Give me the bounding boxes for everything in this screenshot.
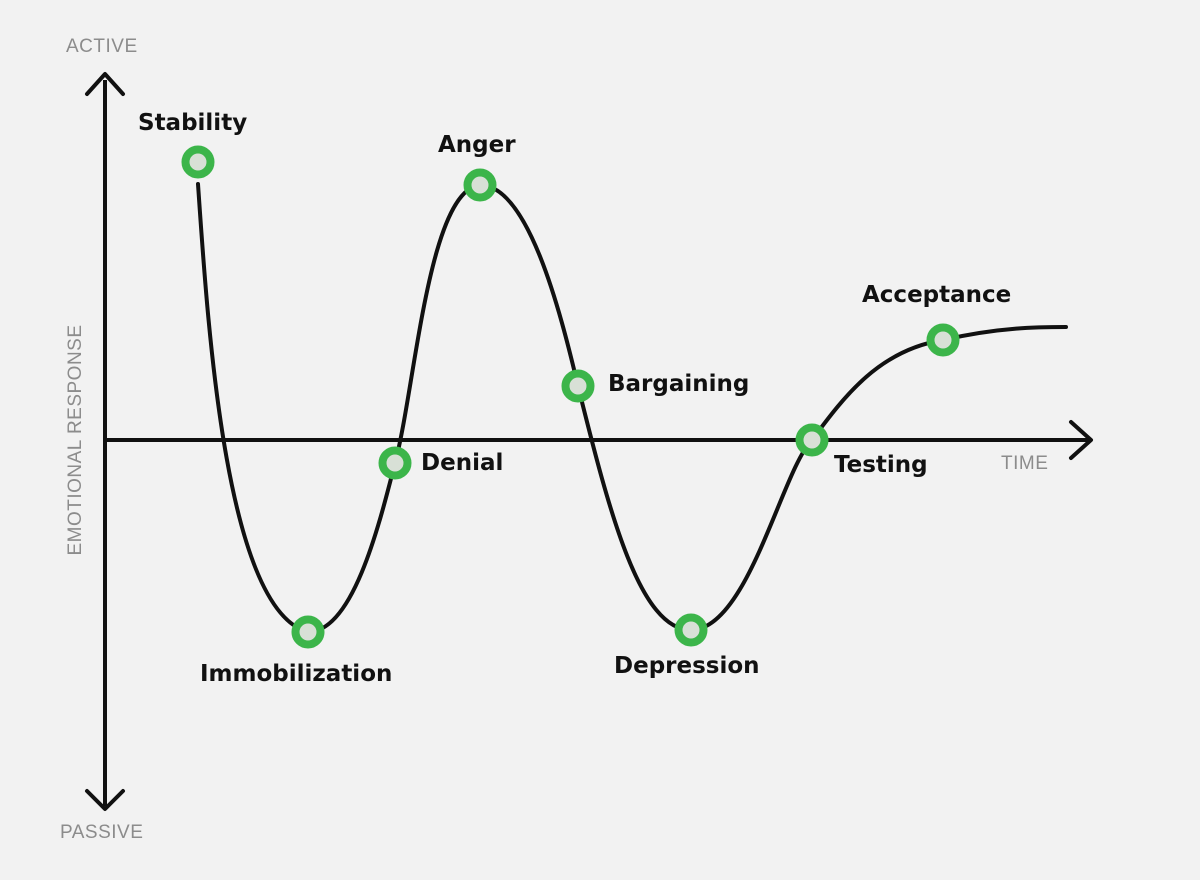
stage-label-denial: Denial [421, 450, 504, 476]
emotion-curve [196, 182, 1068, 635]
marker-stability [181, 145, 215, 179]
stage-label-testing: Testing [834, 452, 928, 478]
stage-label-anger: Anger [438, 132, 516, 158]
time-axis-arrow [1069, 420, 1093, 460]
marker-bargaining [561, 369, 595, 403]
vertical-axis-arrow-up [85, 72, 125, 96]
axis-label-passive: PASSIVE [60, 822, 144, 843]
marker-depression [674, 613, 708, 647]
stage-markers [181, 145, 960, 649]
marker-immobilization [291, 615, 325, 649]
stage-label-bargaining: Bargaining [608, 371, 750, 397]
marker-denial [378, 446, 412, 480]
stage-label-acceptance: Acceptance [862, 282, 1012, 308]
axis-label-time: TIME [1001, 453, 1049, 474]
marker-anger [463, 168, 497, 202]
stage-label-depression: Depression [614, 653, 760, 679]
marker-acceptance [926, 323, 960, 357]
vertical-axis-arrow-down [85, 789, 125, 811]
marker-testing [795, 423, 829, 457]
stage-label-stability: Stability [138, 110, 248, 136]
stage-label-immobilization: Immobilization [200, 661, 393, 687]
axis-label-active: ACTIVE [66, 36, 138, 57]
axis-label-emotional-response: EMOTIONAL RESPONSE [65, 324, 86, 556]
